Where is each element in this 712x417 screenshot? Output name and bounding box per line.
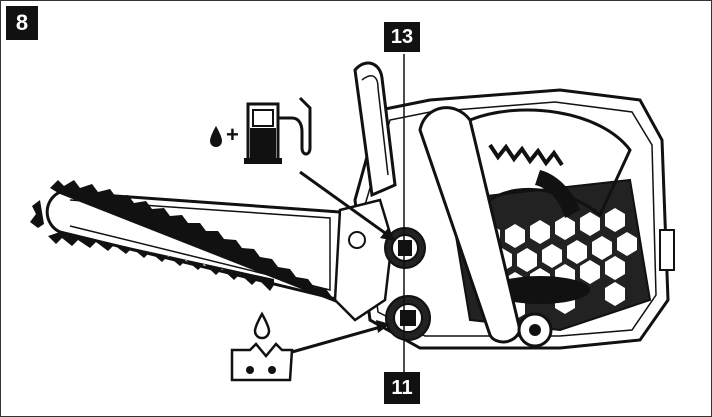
fuel-pump-icon: + [210,96,312,164]
svg-text:+: + [226,122,239,147]
fuel-tank-cap [384,227,426,269]
oil-arrow [291,320,390,354]
chain-oil-tank-cap [385,295,431,341]
top-handle [418,106,632,344]
clutch-cover [333,198,394,322]
chain-oil-icon [230,311,294,382]
front-hand-guard [353,61,397,198]
rear-knob [517,229,675,348]
callout-label-oil-cap: 11 [384,372,420,404]
figure-number: 8 [6,6,38,40]
fuel-arrow [299,170,396,241]
callout-label-fuel-cap: 13 [384,22,420,52]
saw-chain [30,180,342,305]
